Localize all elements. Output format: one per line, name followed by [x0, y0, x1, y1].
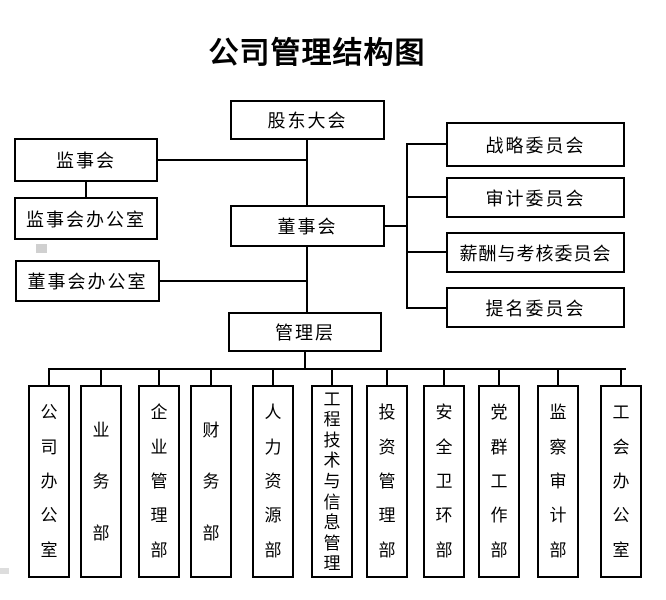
connector-stub-dept — [443, 369, 445, 385]
dept-label: 安全卫环部 — [435, 403, 453, 560]
node-dept-finance: 财务部 — [190, 385, 232, 578]
connector-stub-dept — [557, 369, 559, 385]
connector-stub-dept — [620, 369, 622, 385]
connector-department-bus — [48, 368, 626, 370]
connector-supervisory-office — [85, 182, 87, 197]
stray-mark — [0, 568, 9, 574]
connector-management-to-bus — [304, 352, 306, 369]
dept-label: 人力资源部 — [264, 403, 282, 560]
node-dept-business: 业务部 — [80, 385, 122, 578]
connector-committee-spine — [406, 143, 408, 309]
connector-stub-dept — [386, 369, 388, 385]
node-strategy-committee: 战略委员会 — [446, 122, 625, 167]
node-dept-investment-management: 投资管理部 — [366, 385, 408, 578]
dept-label: 企业管理部 — [150, 403, 168, 560]
connector-stub-dept — [48, 369, 50, 385]
node-dept-company-office: 公司办公室 — [28, 385, 70, 578]
node-compensation-assessment-committee: 薪酬与考核委员会 — [446, 232, 625, 273]
dept-label: 监察审计部 — [549, 403, 567, 560]
node-dept-enterprise-management: 企业管理部 — [138, 385, 180, 578]
connector-board-office-to-trunk — [160, 280, 308, 282]
connector-stub-audit — [406, 196, 446, 198]
connector-stub-dept — [272, 369, 274, 385]
node-audit-committee: 审计委员会 — [446, 177, 625, 218]
node-nomination-committee: 提名委员会 — [446, 287, 625, 328]
dept-label: 投资管理部 — [378, 403, 396, 560]
connector-stub-dept — [498, 369, 500, 385]
chart-title: 公司管理结构图 — [208, 37, 426, 70]
connector-stub-compensation — [406, 251, 446, 253]
stray-mark — [36, 244, 47, 253]
dept-label: 业务部 — [92, 420, 110, 543]
dept-label: 公司办公室 — [40, 403, 58, 560]
dept-label: 工程技术与信息管理 — [323, 389, 341, 574]
connector-stub-dept — [100, 369, 102, 385]
node-dept-engineering-tech-information: 工程技术与信息管理 — [311, 385, 353, 578]
connector-stub-dept — [331, 369, 333, 385]
node-dept-safety-health-environment: 安全卫环部 — [423, 385, 465, 578]
node-shareholders-meeting: 股东大会 — [230, 100, 385, 140]
connector-supervisory-to-trunk — [158, 159, 308, 161]
node-dept-human-resources: 人力资源部 — [252, 385, 294, 578]
node-dept-supervision-audit: 监察审计部 — [537, 385, 579, 578]
node-supervisory-board-office: 监事会办公室 — [14, 197, 158, 240]
connector-stub-dept — [210, 369, 212, 385]
node-board-of-directors: 董事会 — [230, 205, 385, 247]
connector-stub-dept — [158, 369, 160, 385]
connector-stub-strategy — [406, 143, 446, 145]
dept-label: 财务部 — [202, 420, 220, 543]
connector-stub-nomination — [406, 307, 446, 309]
connector-board-to-committees — [385, 225, 407, 227]
node-management: 管理层 — [228, 312, 382, 352]
node-dept-labor-union-office: 工会办公室 — [600, 385, 642, 578]
connector-shareholders-board — [306, 140, 308, 205]
dept-label: 党群工作部 — [490, 403, 508, 560]
node-supervisory-board: 监事会 — [14, 138, 158, 182]
dept-label: 工会办公室 — [612, 403, 630, 560]
connector-board-management — [306, 247, 308, 312]
node-board-office: 董事会办公室 — [15, 260, 160, 302]
node-dept-party-mass-work: 党群工作部 — [478, 385, 520, 578]
